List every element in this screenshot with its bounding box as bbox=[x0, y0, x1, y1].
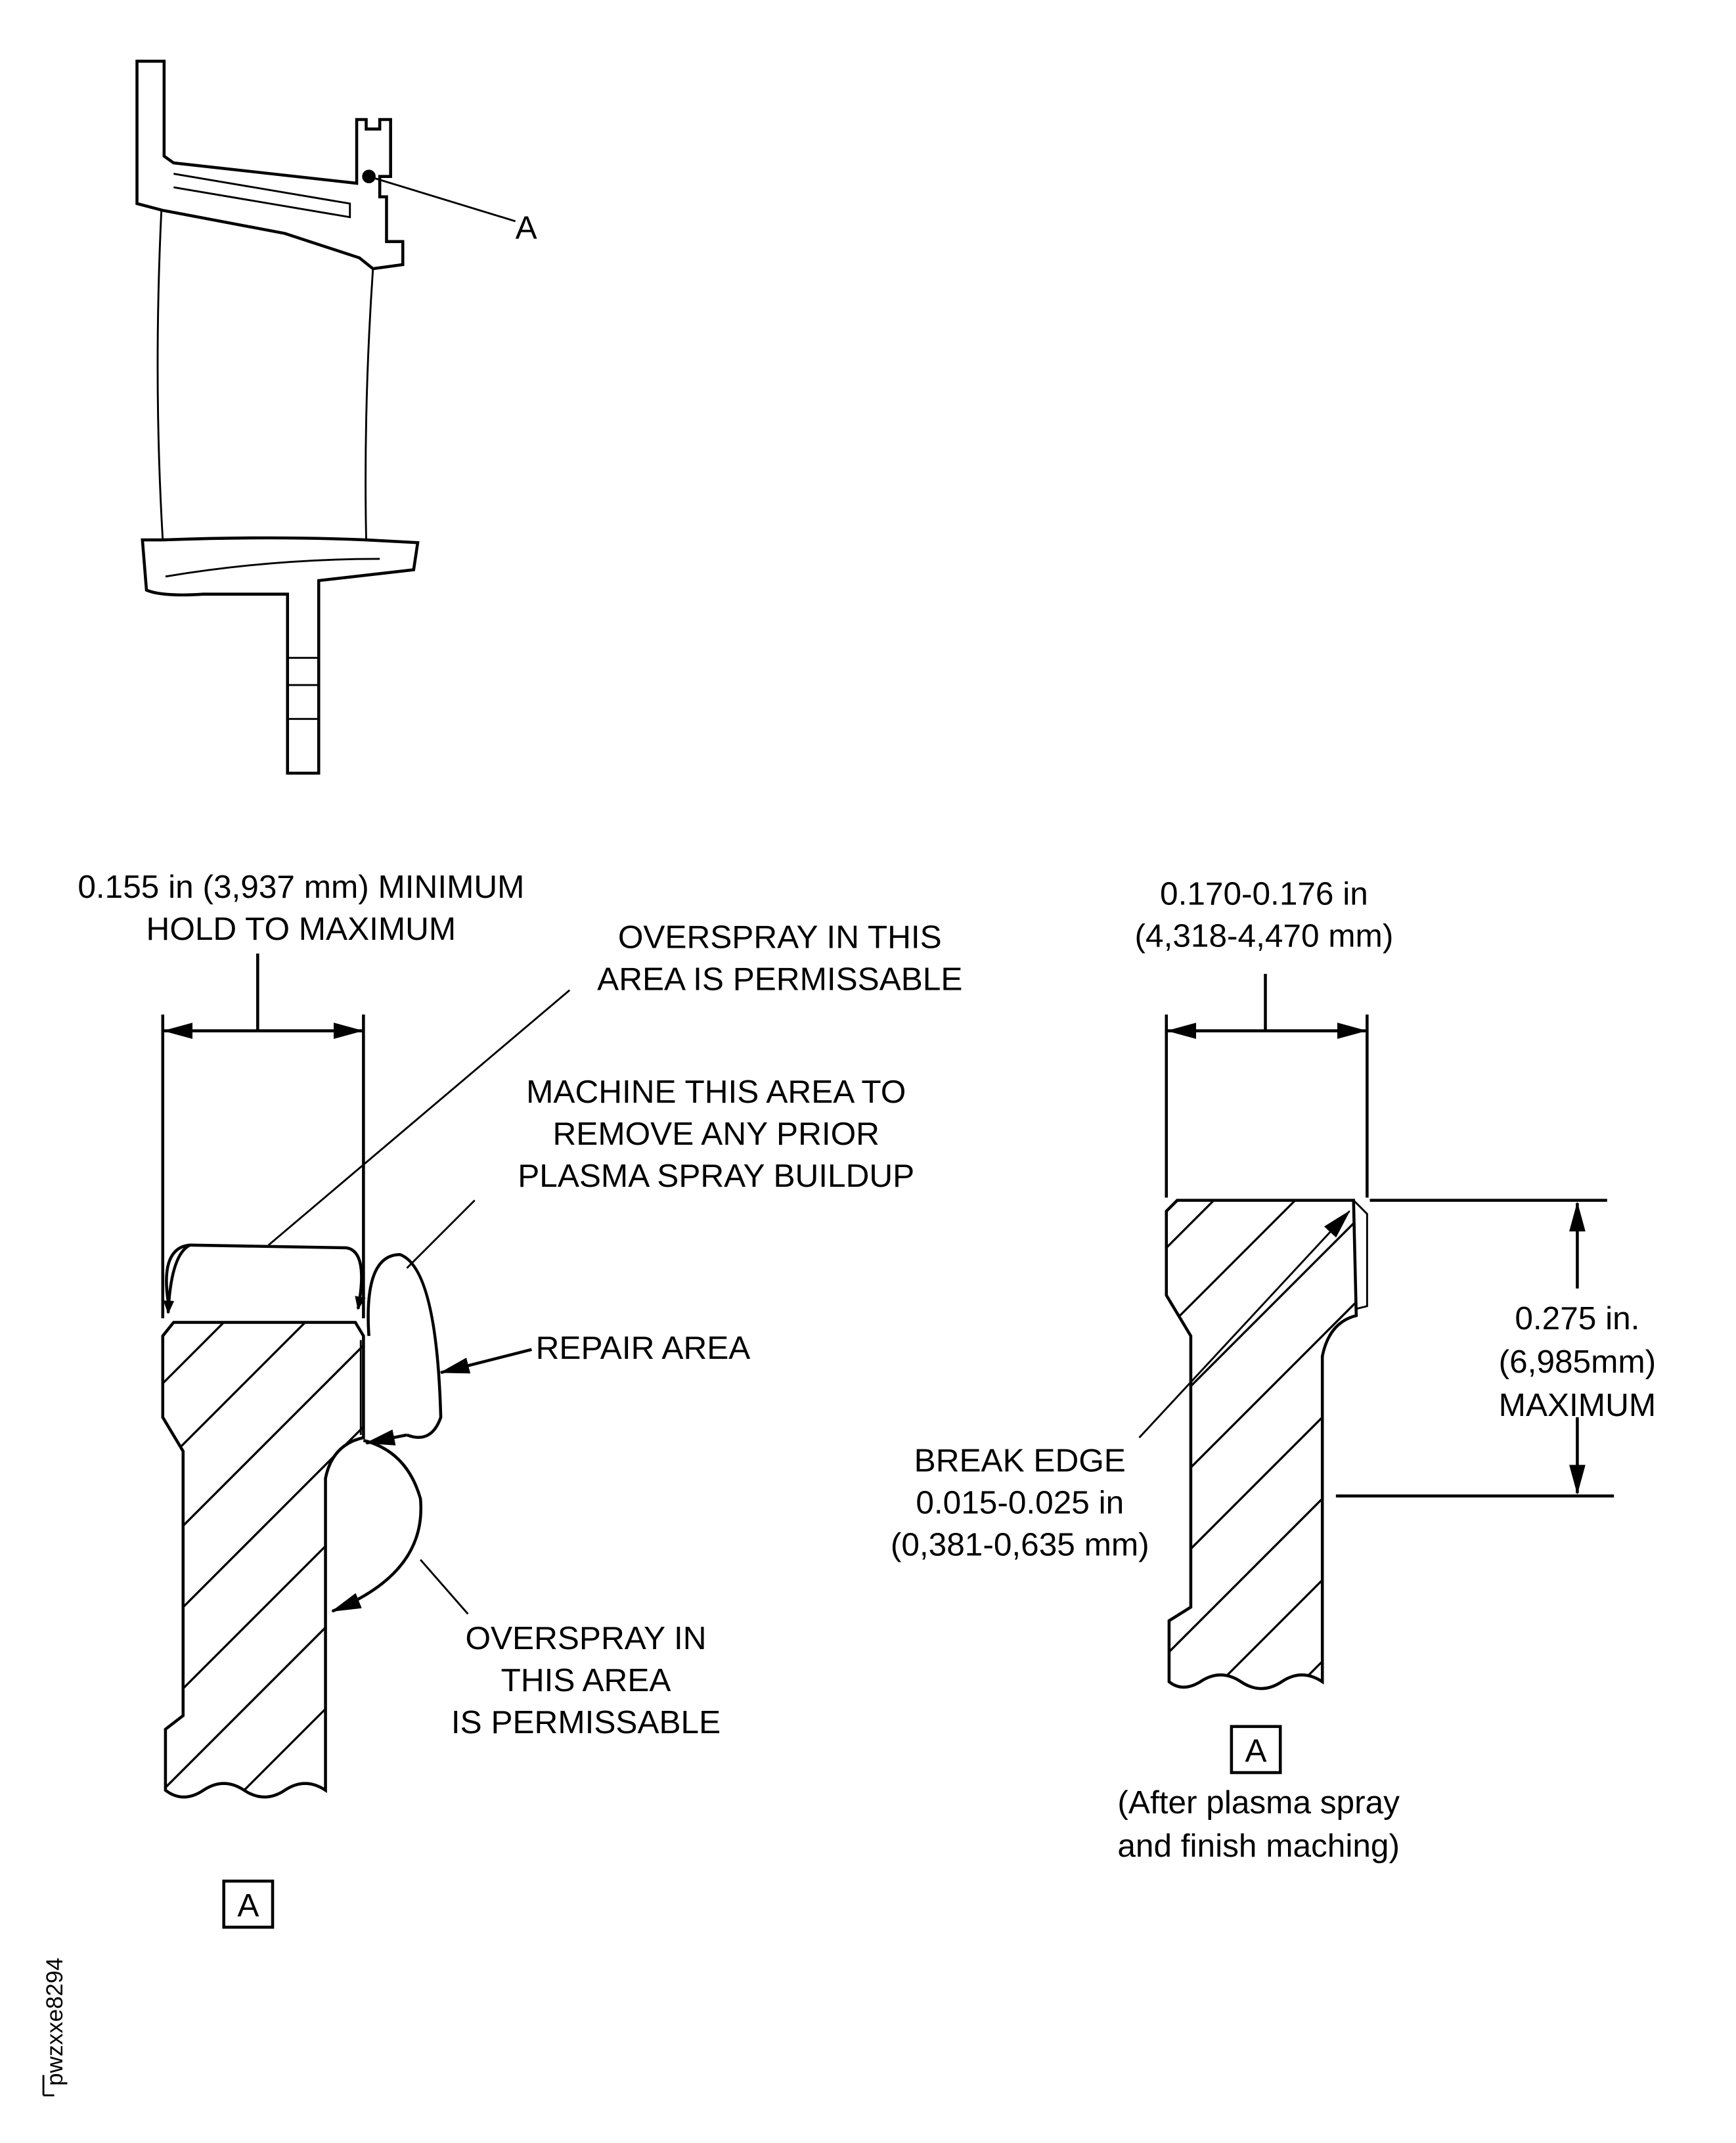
overspray-top-line1: OVERSPRAY IN THIS bbox=[618, 919, 942, 956]
dimension-label-line1: 0.170-0.176 in bbox=[1160, 875, 1368, 912]
caption-line2: and finish maching) bbox=[1117, 1827, 1400, 1864]
dimension-label-line2: (4,318-4,470 mm) bbox=[1135, 917, 1394, 954]
section-after: 0.170-0.176 in (4,318-4,470 mm) 0.275 in… bbox=[891, 875, 1657, 1865]
break-edge-line3: (0,381-0,635 mm) bbox=[891, 1526, 1149, 1563]
view-label-before: A bbox=[237, 1887, 259, 1924]
figure-id: pwzxxe8294 bbox=[42, 1958, 68, 2086]
callout-a-label: A bbox=[516, 210, 537, 246]
height-label-line1: 0.275 in. bbox=[1515, 1300, 1639, 1337]
caption-line1: (After plasma spray bbox=[1117, 1784, 1400, 1821]
overspray-bottom-line1: OVERSPRAY IN bbox=[465, 1620, 706, 1656]
view-label-after: A bbox=[1245, 1733, 1267, 1769]
height-label-line3: MAXIMUM bbox=[1499, 1386, 1656, 1423]
overspray-bottom-line2: THIS AREA bbox=[501, 1662, 671, 1698]
machine-note-line3: PLASMA SPRAY BUILDUP bbox=[518, 1157, 914, 1194]
dimension-label-line1: 0.155 in (3,937 mm) MINIMUM bbox=[78, 868, 524, 905]
machine-note-line1: MACHINE THIS AREA TO bbox=[526, 1073, 906, 1110]
break-edge-line2: 0.015-0.025 in bbox=[916, 1484, 1124, 1521]
machine-note-line2: REMOVE ANY PRIOR bbox=[553, 1115, 879, 1152]
overspray-top-line2: AREA IS PERMISSABLE bbox=[597, 961, 962, 998]
repair-area-label: REPAIR AREA bbox=[536, 1329, 751, 1366]
break-edge-line1: BREAK EDGE bbox=[914, 1442, 1126, 1479]
blade-overview: A bbox=[135, 59, 537, 775]
height-label-line2: (6,985mm) bbox=[1499, 1343, 1657, 1380]
dimension-label-line2: HOLD TO MAXIMUM bbox=[146, 910, 456, 947]
section-before: 0.155 in (3,937 mm) MINIMUM HOLD TO MAXI… bbox=[78, 868, 962, 1929]
overspray-bottom-line3: IS PERMISSABLE bbox=[451, 1704, 721, 1740]
